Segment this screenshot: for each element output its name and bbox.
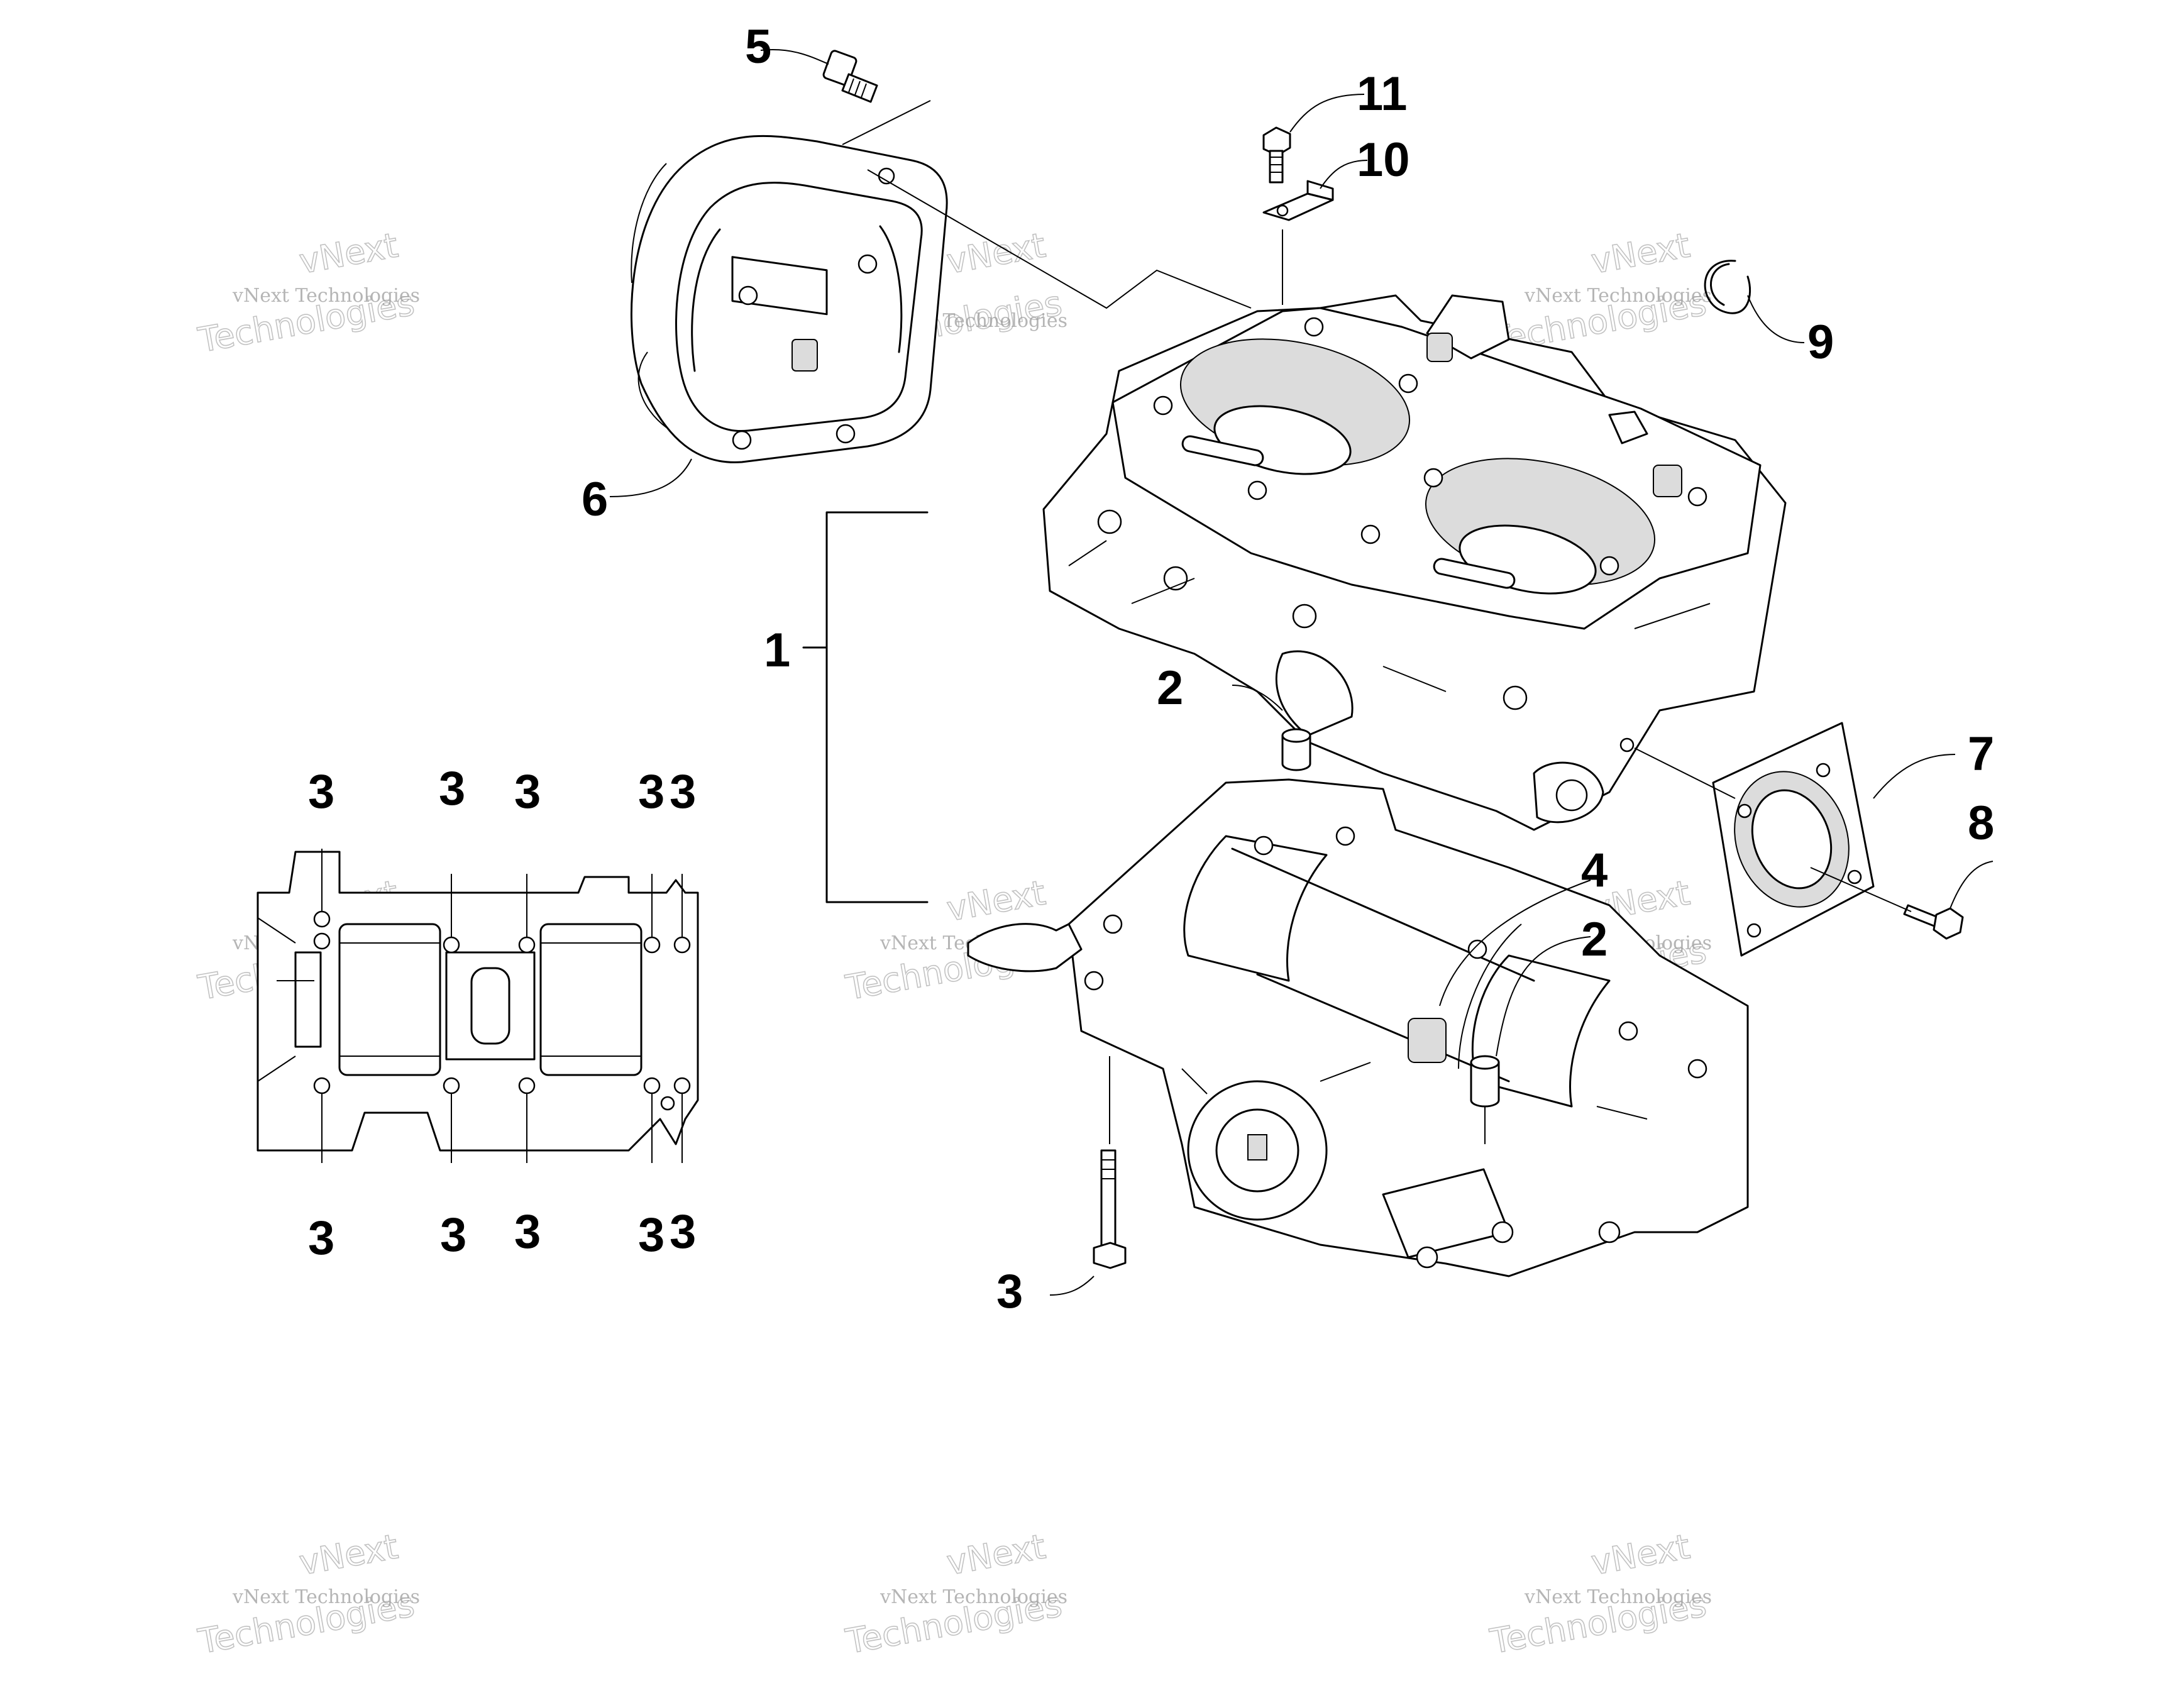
upper-crankcase	[1042, 294, 1787, 831]
lower-crankcase	[967, 778, 1749, 1277]
watermark-vnext: vNext	[296, 1526, 400, 1582]
watermark-vnext: vNext	[944, 873, 1048, 929]
callout-3: 3	[514, 765, 541, 819]
callout-3: 3	[514, 1205, 541, 1259]
part-2-dowel-lower	[1470, 1055, 1500, 1144]
callout-2: 2	[1581, 913, 1608, 966]
watermark-text: vNext Technologies	[1524, 285, 1712, 307]
watermark-text: vNext Technologies	[232, 285, 420, 307]
watermark-vnext: vNext	[1588, 225, 1692, 281]
callout-4: 4	[1581, 844, 1608, 897]
callout-5: 5	[745, 20, 771, 74]
callout-10: 10	[1357, 133, 1410, 187]
watermark: vNext vNext Technologies Technologies	[195, 1526, 420, 1662]
callout-1: 1	[764, 624, 790, 677]
watermark: vNext vNext Technologies Technologies	[1487, 1526, 1712, 1662]
watermark-text: vNext Technologies	[880, 1586, 1067, 1608]
watermark-vnext: vNext	[944, 1526, 1048, 1582]
callout-7: 7	[1968, 727, 1994, 781]
watermark: vNext vNext Technologies Technologies	[195, 225, 420, 361]
callout-3: 3	[439, 762, 465, 815]
part-5-bolt	[760, 49, 878, 103]
callout-3: 3	[670, 765, 696, 819]
callout-3: 3	[308, 1211, 334, 1265]
part-2-dowel-upper	[1232, 685, 1311, 771]
watermark-text: vNext Technologies	[1524, 1586, 1712, 1608]
callout-3: 3	[308, 765, 334, 819]
watermark-vnext: vNext	[1588, 1526, 1692, 1582]
callout-3: 3	[440, 1208, 466, 1262]
callout-9: 9	[1807, 316, 1834, 369]
watermark-text: vNext Technologies	[232, 1586, 420, 1608]
watermark: vNext vNext Technologies Technologies	[842, 1526, 1067, 1662]
part-9-snap-ring	[1704, 260, 1805, 343]
leader-lines	[802, 100, 1912, 1057]
watermark-vnext: vNext	[296, 225, 400, 281]
callout-3: 3	[670, 1205, 696, 1259]
part-11-bolt	[1262, 94, 1365, 184]
part-7-seal-plate	[1712, 722, 1956, 957]
callout-3: 3	[638, 1208, 665, 1262]
part-8-bolt	[1903, 861, 1994, 940]
callout-labels: 5 11 10 9 6 1 2 7 8 4 2 3 3 3 3 3 3 3 3 …	[308, 20, 1994, 1318]
part-10-tab-washer	[1262, 160, 1368, 221]
callout-2: 2	[1157, 661, 1183, 715]
watermark: vNext vNext Technologies Technologies	[1487, 225, 1712, 361]
callout-6: 6	[582, 473, 608, 526]
callout-3: 3	[638, 765, 665, 819]
watermark-vnext: vNext	[944, 225, 1048, 281]
callout-3: 3	[996, 1265, 1023, 1318]
inset-bottom-view	[256, 849, 699, 1163]
part-6-cover	[609, 135, 948, 497]
callout-11: 11	[1357, 67, 1407, 121]
callout-8: 8	[1968, 797, 1994, 850]
part-3-bolt	[1049, 1056, 1127, 1296]
